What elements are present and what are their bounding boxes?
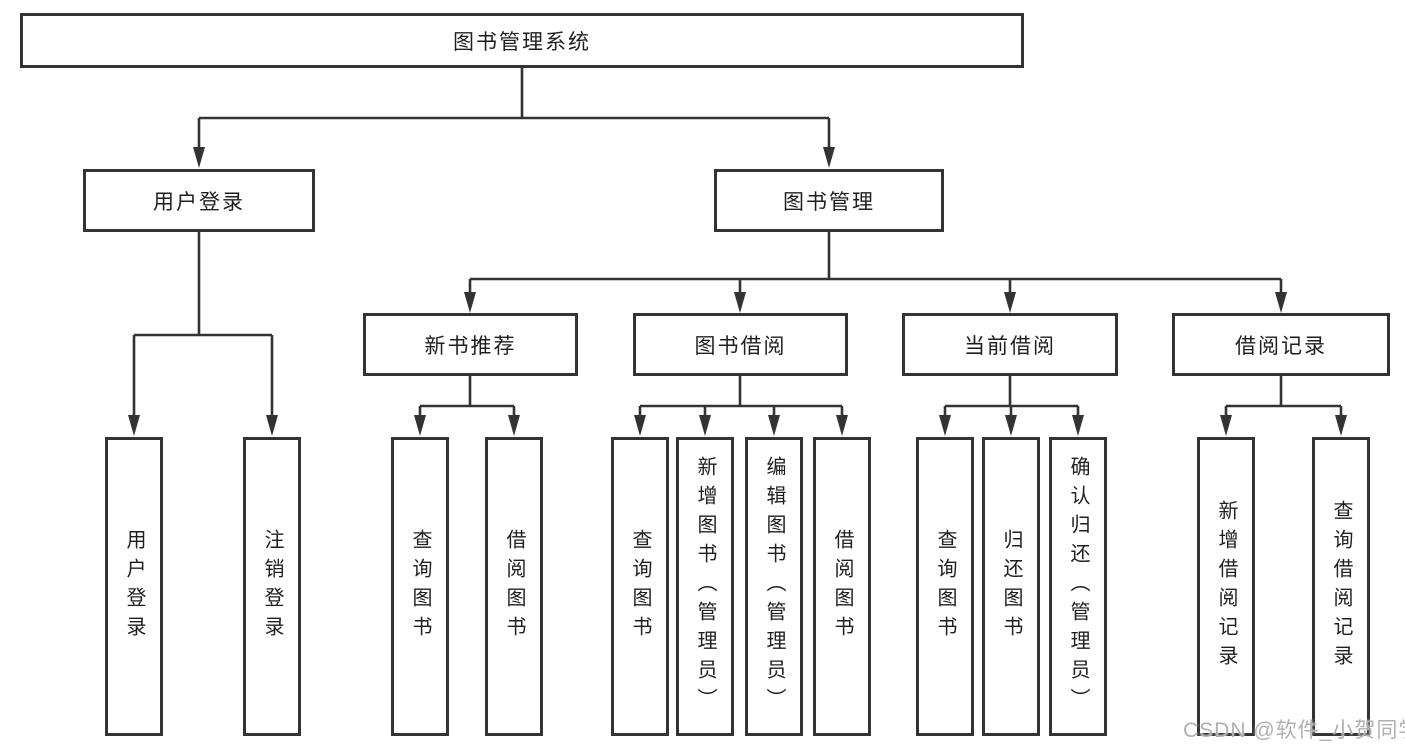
node-user-login: 用户登录: [83, 169, 315, 232]
node-book-mgmt: 图书管理: [714, 169, 944, 232]
node-current-borrow: 当前借阅: [902, 313, 1118, 376]
node-rec-borrow-books: 借阅图书: [485, 437, 543, 736]
node-br-query-record-label: 查询借阅记录: [1330, 499, 1352, 674]
node-cb-query-books-label: 查询图书: [934, 528, 956, 645]
node-current-borrow-label: 当前借阅: [964, 334, 1056, 358]
node-bb-borrow-books: 借阅图书: [813, 437, 871, 736]
connector-user-login-subtree: [128, 232, 278, 436]
connector-borrow-records-subtree: [1220, 376, 1347, 436]
node-logout-leaf: 注销登录: [243, 437, 301, 736]
csdn-watermark: CSDN @软件_小贺同学: [1183, 719, 1405, 742]
node-bb-query-books: 查询图书: [611, 437, 669, 736]
node-logout-leaf-label: 注销登录: [261, 528, 283, 645]
node-user-login-leaf-label: 用户登录: [123, 528, 145, 645]
node-rec-query-books-label: 查询图书: [409, 528, 431, 645]
connector-new-book-rec-subtree: [414, 376, 520, 436]
node-new-book-rec: 新书推荐: [363, 313, 578, 376]
node-cb-confirm-return-label: 确认归还（管理员）: [1067, 456, 1089, 717]
node-cb-return-books: 归还图书: [982, 437, 1040, 736]
connector-root-to-level2: [193, 68, 835, 168]
node-book-borrow-label: 图书借阅: [694, 334, 787, 358]
connector-current-borrow-subtree: [939, 376, 1084, 436]
node-rec-borrow-books-label: 借阅图书: [503, 528, 525, 645]
node-root: 图书管理系统: [20, 13, 1024, 68]
node-root-label: 图书管理系统: [453, 30, 591, 54]
node-borrow-records: 借阅记录: [1172, 313, 1390, 376]
node-bb-borrow-books-label: 借阅图书: [831, 528, 853, 645]
node-bb-edit-books-label: 编辑图书（管理员）: [763, 456, 785, 717]
node-user-login-leaf: 用户登录: [105, 437, 163, 736]
node-bb-edit-books: 编辑图书（管理员）: [745, 437, 803, 736]
connector-book-borrow-subtree: [634, 376, 848, 436]
node-bb-add-books-label: 新增图书（管理员）: [694, 456, 716, 717]
node-user-login-label: 用户登录: [153, 190, 245, 214]
node-rec-query-books: 查询图书: [391, 437, 449, 736]
node-bb-query-books-label: 查询图书: [629, 528, 651, 645]
node-br-query-record: 查询借阅记录: [1312, 437, 1370, 736]
connector-book-mgmt-subtree: [464, 232, 1287, 313]
node-book-borrow: 图书借阅: [633, 313, 848, 376]
node-br-add-record: 新增借阅记录: [1197, 437, 1255, 736]
node-cb-return-books-label: 归还图书: [1000, 528, 1022, 645]
node-br-add-record-label: 新增借阅记录: [1215, 499, 1237, 674]
node-book-mgmt-label: 图书管理: [783, 190, 875, 214]
node-cb-confirm-return: 确认归还（管理员）: [1049, 437, 1107, 736]
node-bb-add-books: 新增图书（管理员）: [676, 437, 734, 736]
node-cb-query-books: 查询图书: [916, 437, 974, 736]
node-borrow-records-label: 借阅记录: [1235, 334, 1327, 358]
node-new-book-rec-label: 新书推荐: [424, 334, 517, 358]
